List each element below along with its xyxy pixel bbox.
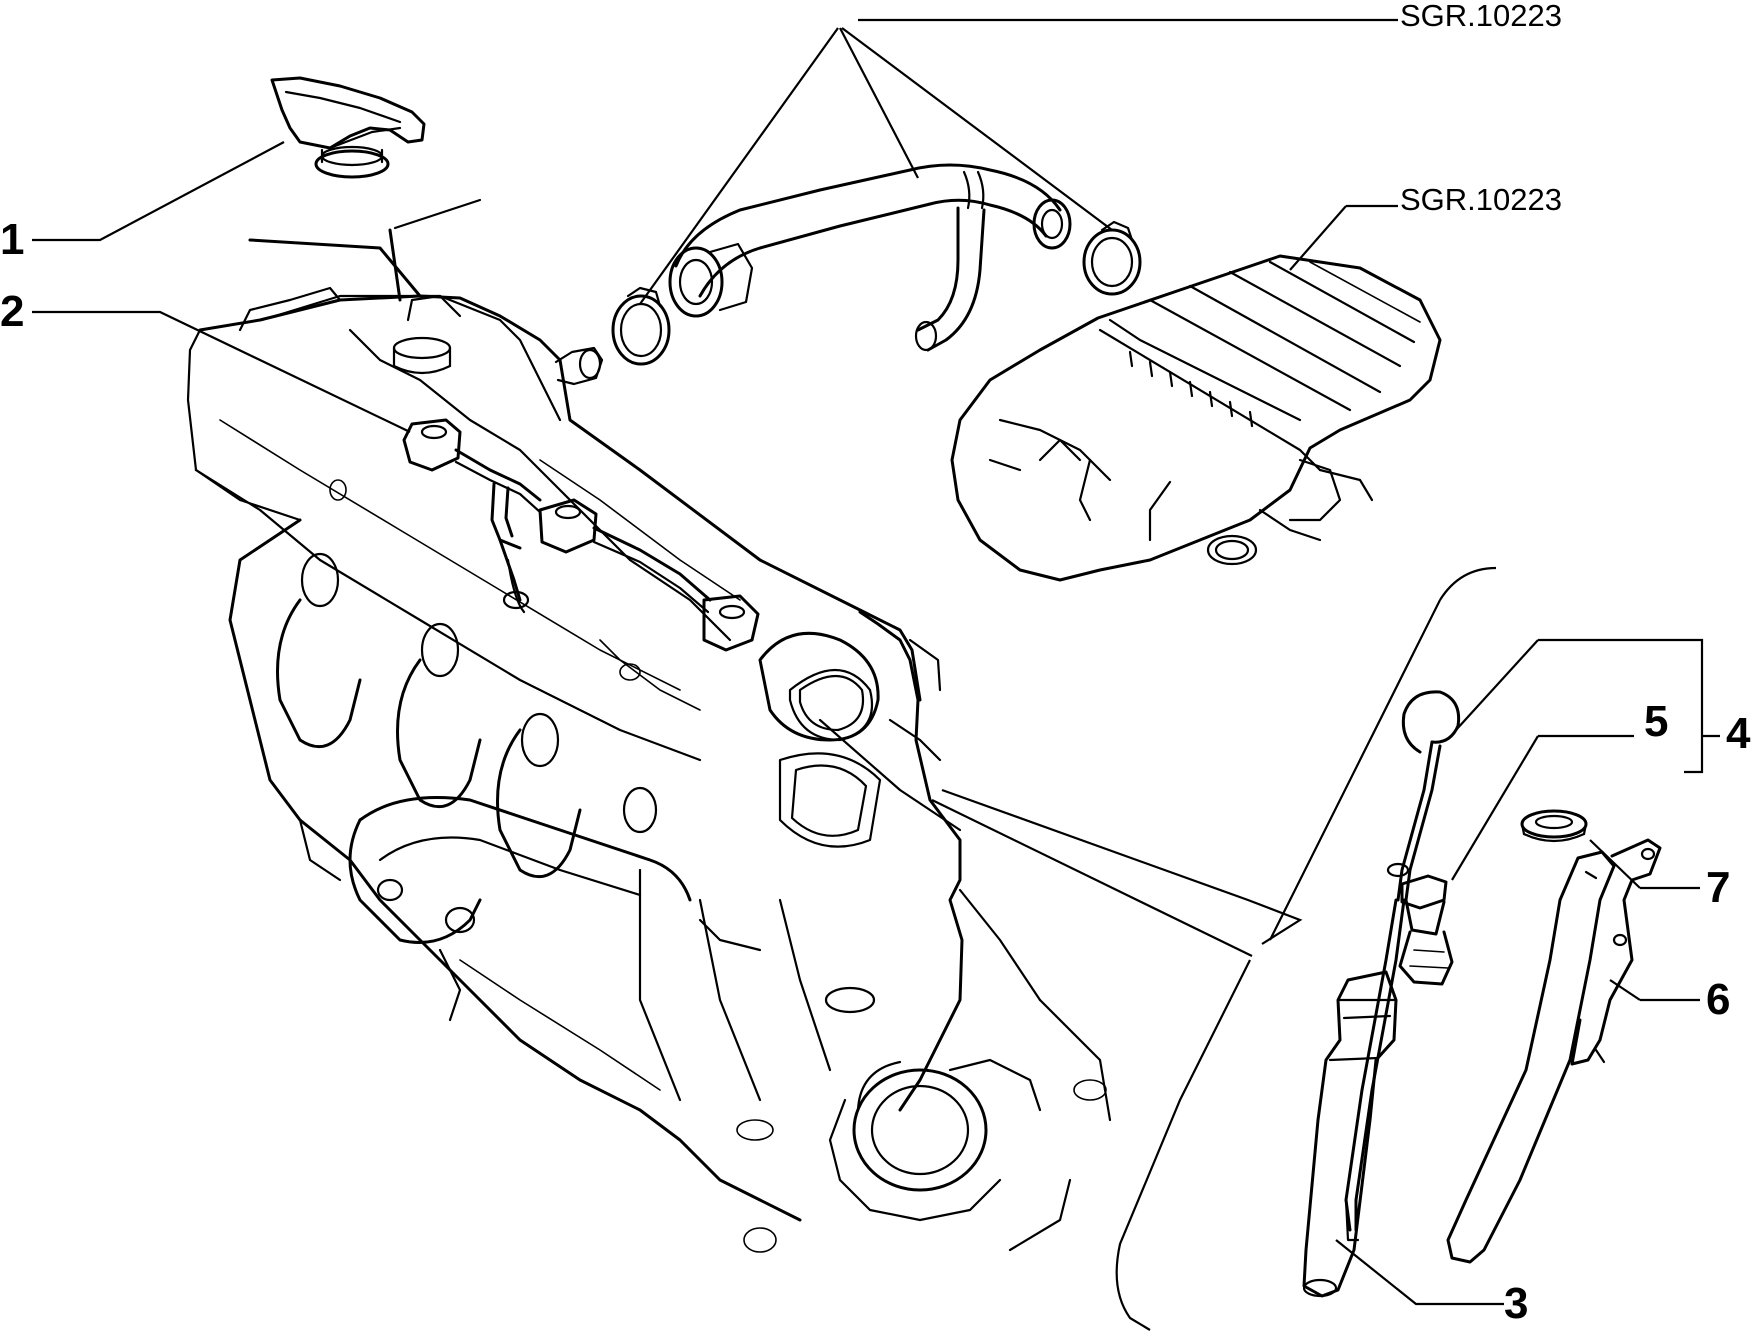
callout-2: 2: [0, 287, 24, 336]
engine-block: [186, 286, 1112, 1253]
callout-7: 7: [1706, 863, 1730, 912]
filler-cap: [270, 76, 426, 179]
engine-cover: [950, 254, 1442, 582]
callout-3: 3: [1504, 1279, 1528, 1328]
callout-5: 5: [1644, 697, 1668, 746]
callout-4: 4: [1726, 709, 1751, 758]
breather-hose: [611, 163, 1142, 366]
ref-label-cover: SGR.10223: [1400, 182, 1562, 217]
vacuum-hose-assembly: [248, 198, 760, 652]
callout-6: 6: [1706, 975, 1730, 1024]
callout-1: 1: [0, 215, 24, 264]
leader-lines: [32, 18, 1720, 1331]
dipstick-assembly: [1302, 690, 1662, 1298]
ref-label-top: SGR.10223: [1400, 0, 1562, 33]
